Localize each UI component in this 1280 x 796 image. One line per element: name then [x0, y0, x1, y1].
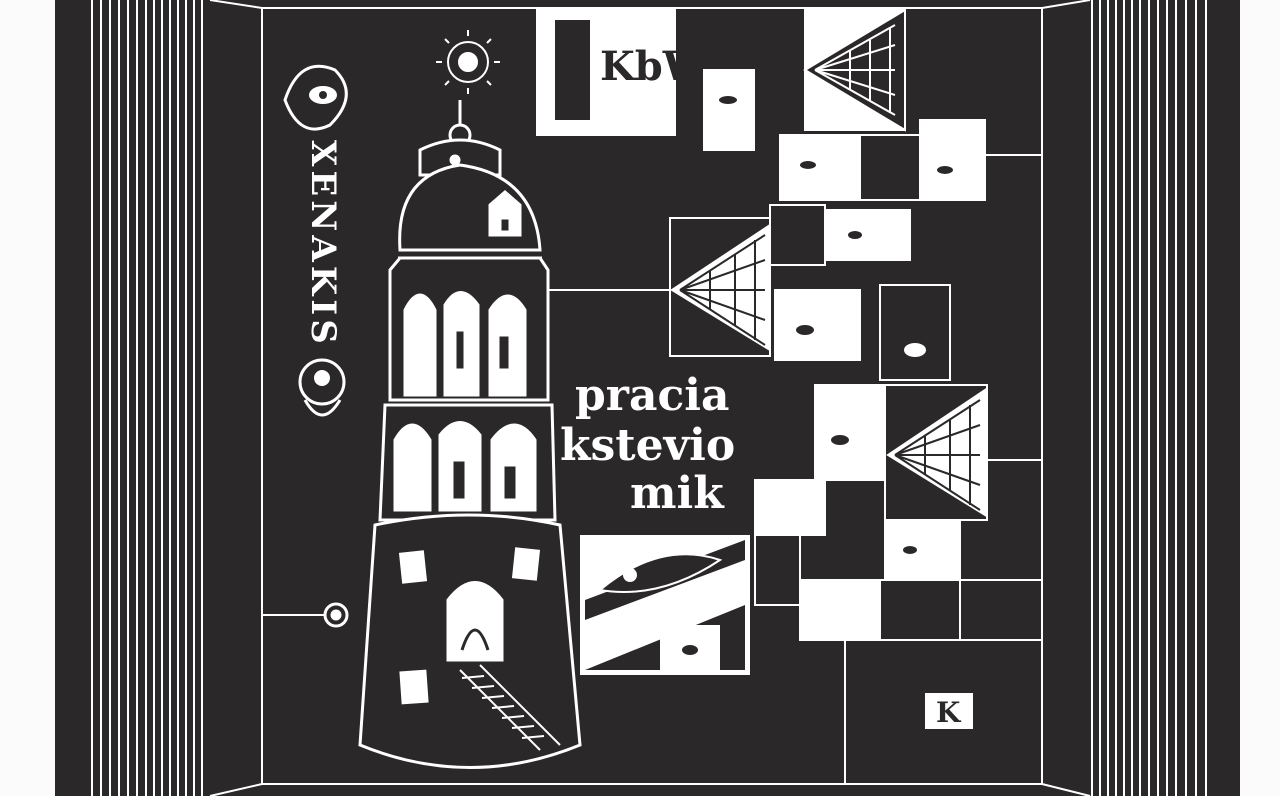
lettering-line-2: kstevio — [560, 420, 735, 471]
face-tiles — [703, 69, 986, 641]
left-stripe-border — [91, 0, 203, 796]
ring-ornament — [323, 602, 349, 628]
sun-emblem — [436, 30, 500, 94]
center-lettering: pracia kstevio mik — [560, 370, 735, 519]
lettering-line-3: mik — [630, 468, 725, 519]
right-stripe-border — [1091, 0, 1207, 796]
vertical-lettering: XENAKIS — [303, 140, 343, 348]
left-lettering-column: XENAKIS — [283, 64, 348, 417]
perspective-pyramids — [669, 8, 988, 521]
tower — [358, 100, 582, 769]
grid-lines — [262, 154, 1042, 784]
lettering-line-1: pracia — [575, 370, 729, 421]
top-monogram-block: KbWo — [536, 8, 731, 136]
corner-monogram-text: K — [936, 696, 962, 729]
eye-panels — [580, 535, 750, 675]
corner-monogram: K — [925, 693, 973, 729]
